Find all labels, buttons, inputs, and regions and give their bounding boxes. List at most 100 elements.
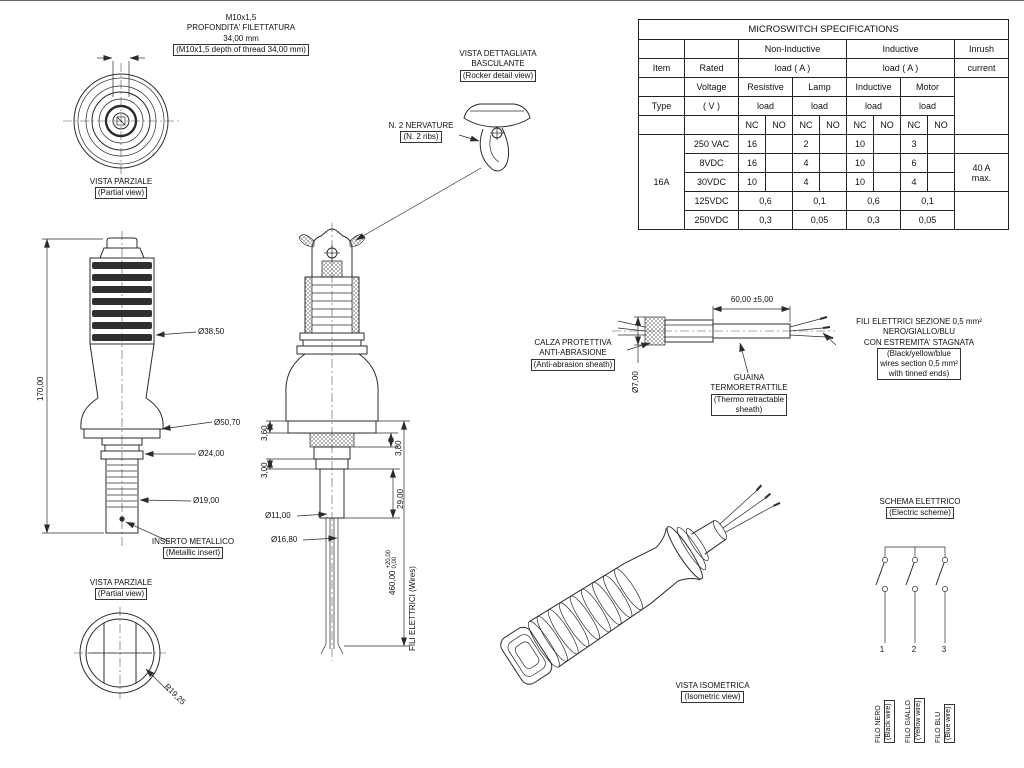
table-row: 250VDC 0,3 0,05 0,3 0,05: [639, 210, 1009, 230]
translation-box: (Rocker detail view): [459, 69, 537, 82]
dim-stem-diameter: Ø19,00: [193, 496, 220, 505]
spec-cell: 4: [792, 153, 820, 173]
spec-header: Type: [638, 96, 685, 116]
text-line: (Partial view): [62, 588, 180, 601]
text-line: GUAINA: [733, 373, 765, 382]
spec-header: Non-Inductive: [738, 39, 847, 59]
microswitch-spec-table: MICROSWITCH SPECIFICATIONS Non-Inductive…: [637, 19, 1010, 230]
spec-cell: [953, 191, 1010, 230]
spec-header: [638, 39, 685, 59]
wires-dim-label: FILI ELETTRICI (Wires): [408, 566, 417, 651]
translation-box: (Partial view): [94, 588, 148, 601]
spec-header: NO: [927, 115, 955, 135]
table-row: 30VDC 10 4 10 4: [639, 172, 1009, 192]
text-line: VISTA PARZIALE: [89, 578, 153, 587]
text-line: max.: [971, 172, 992, 183]
text-line: M10x1,5: [225, 13, 257, 22]
translation-box: (Isometric view): [681, 691, 744, 704]
spec-header: NC: [846, 115, 874, 135]
text-line: (Blue wire): [943, 703, 955, 743]
side-view-dimensions: [42, 238, 213, 543]
text-line: INSERTO METALLICO: [151, 537, 235, 546]
table-row: Voltage Resistive Lamp Inductive Motor: [638, 77, 1010, 135]
spec-cell: [927, 134, 955, 154]
text-line: (Partial view): [62, 187, 180, 200]
partial-view-top-label: VISTA PARZIALE (Partial view): [62, 177, 180, 200]
text-line: 0,00: [392, 556, 399, 569]
wire-label-yellow: FILO GIALLO (Yellow wire): [905, 697, 925, 743]
text-line: ANTI-ABRASIONE: [539, 348, 607, 358]
translation-box: (N. 2 ribs): [400, 131, 442, 144]
rocker-detail-drawing: [355, 103, 531, 241]
text-line: VISTA ISOMETRICA: [675, 681, 750, 690]
spec-cell: [873, 172, 901, 192]
translation-box: (Electric scheme): [886, 507, 954, 520]
spec-header: Inrush: [953, 39, 1010, 59]
spec-cell: 0,05: [900, 210, 955, 230]
table-row: MICROSWITCH SPECIFICATIONS: [637, 19, 1010, 40]
spec-header: ( V ): [684, 96, 739, 116]
spec-cell: [953, 77, 1010, 135]
text-line: NERO/GIALLO/BLU: [882, 327, 956, 337]
text-line: CALZA PROTETTIVA: [534, 338, 612, 347]
spec-cell: 125VDC: [684, 191, 739, 211]
spec-header: load: [900, 96, 955, 116]
spec-header: load: [792, 96, 847, 116]
spec-cell: 16: [738, 153, 766, 173]
spec-cell: [765, 172, 793, 192]
dim-bell-diameter: Ø50,70: [214, 418, 241, 427]
table-row: NC NO NC NO NC NO NC NO: [638, 115, 1009, 135]
spec-header: Resistive: [738, 77, 793, 97]
table-row: 16A 250 VAC 16 2 10 3: [638, 134, 1010, 230]
spec-header: NC: [738, 115, 766, 135]
spec-header: NO: [819, 115, 847, 135]
text-line: PROFONDITA' FILETTATURA: [186, 23, 296, 33]
text-line: (Metallic insert): [132, 547, 254, 560]
ribs-note: N. 2 NERVATURE (N. 2 ribs): [382, 121, 460, 144]
dim-stem-length: 29,00: [396, 488, 405, 509]
spec-header: load ( A ): [738, 58, 847, 78]
wire-label-blue: FILO BLU (Blue wire): [935, 703, 955, 743]
text-line: (Black/yellow/blue: [886, 349, 951, 359]
text-line: sheath): [735, 404, 763, 414]
rocker-view-label: VISTA DETTAGLIATA BASCULANTE (Rocker det…: [424, 49, 572, 82]
spec-header: [638, 77, 685, 97]
translation-box: (M10x1,5 depth of thread 34,00 mm): [173, 44, 309, 57]
dim-grip-diameter: Ø38,50: [198, 327, 225, 336]
translation-box: (Metallic insert): [162, 547, 224, 560]
spec-cell: 8VDC: [684, 153, 739, 173]
text-line: 34,00 mm: [223, 33, 259, 43]
table-title: MICROSWITCH SPECIFICATIONS: [637, 19, 1010, 40]
spec-header: load: [738, 96, 793, 116]
wire-label-black: FILO NERO (Black wire): [875, 700, 895, 743]
spec-cell: 30VDC: [684, 172, 739, 192]
spec-cell: 6: [900, 153, 928, 173]
metallic-insert-label: INSERTO METALLICO (Metallic insert): [132, 537, 254, 560]
spec-header: Motor: [900, 77, 955, 97]
dim-sheath-diameter: Ø7,00: [631, 371, 640, 393]
bottom-partial-view-drawing: [74, 607, 169, 699]
spec-header: Inductive: [846, 39, 955, 59]
text-line: FILO BLU: [935, 711, 942, 743]
text-line: SCHEMA ELETTRICO: [879, 497, 961, 506]
isometric-view-drawing: [500, 484, 781, 685]
cable-detail-drawing: [612, 306, 837, 374]
thermo-sheath-label: GUAINA TERMORETRATTILE (Thermo retractab…: [692, 373, 806, 416]
dim-plate-thickness: 3,60: [260, 425, 269, 441]
text-line: (Yellow wire): [913, 697, 925, 743]
section-view-dimensions: [266, 420, 410, 647]
metallic-insert-dot: [119, 516, 125, 522]
spec-header: load: [846, 96, 901, 116]
spec-cell: [765, 153, 793, 173]
spec-header: [684, 39, 739, 59]
table-row: 125VDC 0,6 0,1 0,6 0,1: [639, 191, 1010, 230]
translation-box: (Anti-abrasion sheath): [530, 358, 616, 371]
spec-cell: 250 VAC: [684, 134, 739, 154]
spec-cell: 16: [738, 134, 766, 154]
spec-header: Inductive: [846, 77, 901, 97]
spec-cell: [819, 134, 847, 154]
dim-washer-thickness: 3,00: [260, 462, 269, 478]
